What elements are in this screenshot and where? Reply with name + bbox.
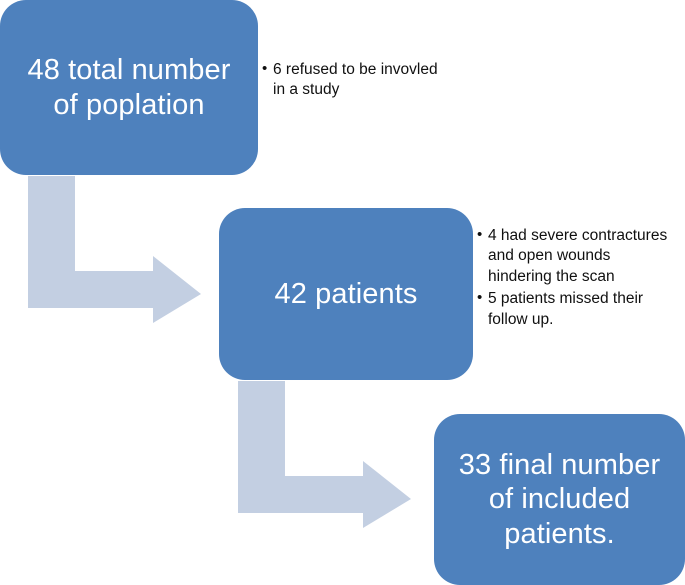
node-final-included-label: 33 final number of included patients. — [458, 449, 661, 550]
node-total-population[interactable]: 48 total number of poplation — [0, 0, 258, 175]
arrow-population-to-patients — [28, 176, 201, 323]
bullet-excluded-1: 4 had severe contractures and open wound… — [477, 225, 672, 287]
arrow-patients-to-final — [238, 381, 411, 528]
node-remaining-patients-label: 42 patients — [274, 277, 418, 310]
node-total-population-label: 48 total number of poplation — [27, 54, 231, 121]
bullet-excluded-2: 5 patients missed their follow up. — [477, 288, 672, 330]
node-remaining-patients[interactable]: 42 patients — [219, 208, 473, 380]
bullet-refused-1: 6 refused to be invovled in a study — [262, 59, 452, 101]
node-final-included[interactable]: 33 final number of included patients. — [434, 414, 685, 585]
annotation-refused-list: 6 refused to be invovled in a study — [262, 59, 452, 101]
annotation-refused: 6 refused to be invovled in a study — [262, 59, 452, 103]
annotation-excluded-list: 4 had severe contractures and open wound… — [477, 225, 672, 330]
annotation-excluded: 4 had severe contractures and open wound… — [477, 225, 672, 332]
